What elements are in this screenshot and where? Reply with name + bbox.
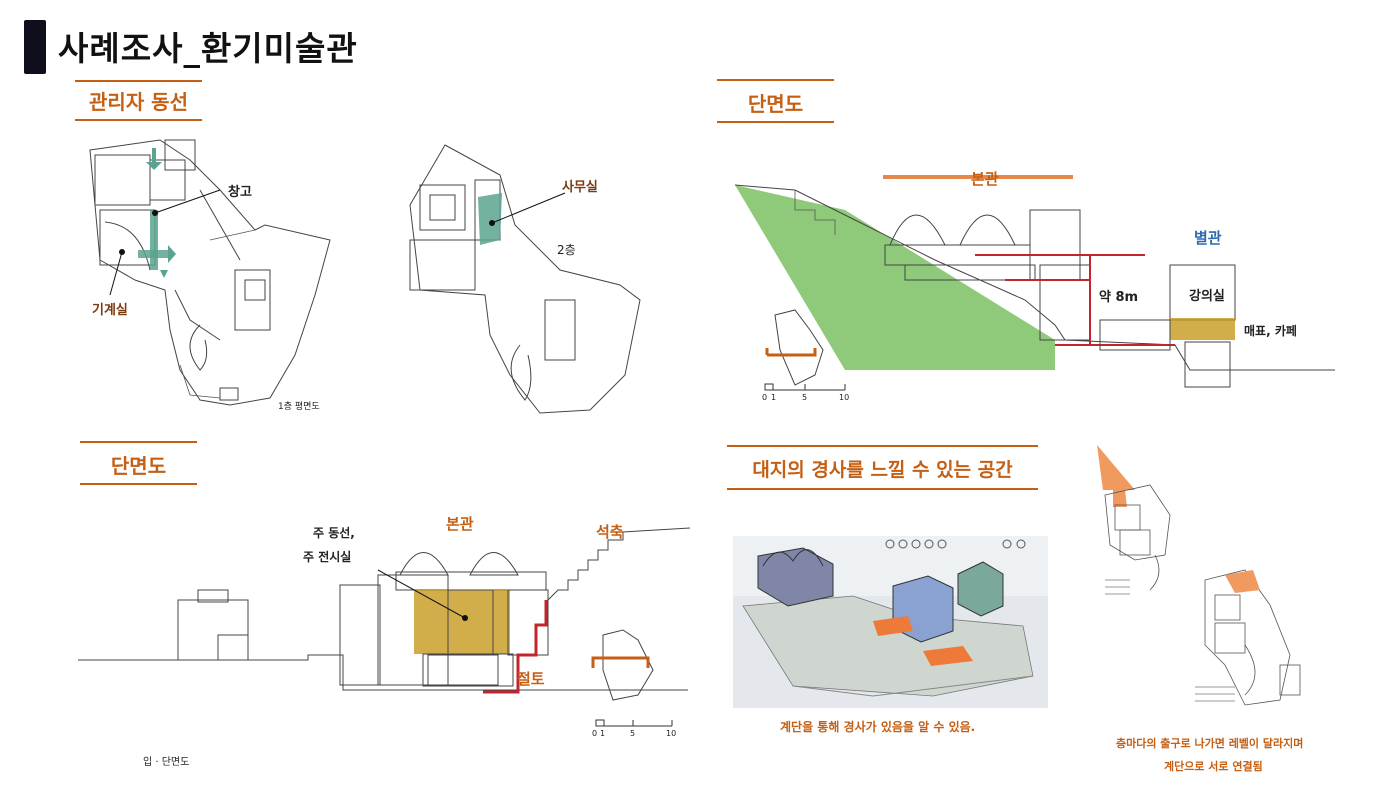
office-label: 사무실: [562, 180, 598, 195]
scale-1: 1: [600, 729, 606, 738]
lecture-room-label: 강의실: [1189, 289, 1225, 304]
scale-10: 10: [666, 729, 677, 738]
elevation-label: 입 · 단면도: [143, 757, 190, 768]
section-rule: [75, 119, 202, 121]
main-flow-label-1: 주 동선,: [313, 526, 355, 540]
section-rule: [727, 445, 1038, 447]
manager-flow-heading: 관리자 동선: [89, 90, 188, 114]
storage-label: 창고: [228, 185, 252, 200]
level-plans-drawing: [1097, 445, 1301, 706]
cut-soil-label: 절토: [517, 670, 545, 688]
section-rule: [717, 79, 834, 81]
height-label: 약 8m: [1099, 290, 1139, 305]
right-caption-1: 층마다의 출구로 나가면 레벨이 달라지며: [1116, 737, 1304, 750]
section-top-heading: 단면도: [747, 92, 804, 116]
section-top-drawing: [734, 175, 1335, 391]
machine-room-label: 기계실: [92, 303, 128, 318]
scale-1: 1: [771, 393, 777, 402]
top-main-hall-label: 본관: [971, 170, 999, 188]
right-caption-2: 계단으로 서로 연결됨: [1164, 760, 1263, 773]
floor1-plan-drawing: [89, 139, 331, 406]
section-rule: [80, 483, 197, 485]
slope-caption: 계단을 통해 경사가 있음을 알 수 있음.: [780, 720, 976, 734]
section-bottom-drawing: [78, 527, 691, 727]
section-rule: [717, 121, 834, 123]
bottom-main-hall-label: 본관: [446, 515, 474, 533]
section-rule: [80, 441, 197, 443]
scale-5: 5: [630, 729, 636, 738]
shop-label: 매표, 카페: [1244, 324, 1297, 338]
scale-5: 5: [802, 393, 808, 402]
main-flow-label-2: 주 전시실: [303, 550, 352, 564]
section-bottom-heading: 단면도: [110, 454, 167, 478]
scale-10: 10: [839, 393, 850, 402]
annex-label: 별관: [1194, 229, 1222, 247]
floor2-plan-drawing: [409, 144, 641, 414]
floor1-plan-label: 1층 평면도: [278, 402, 320, 412]
scale-0: 0: [762, 393, 768, 402]
floor2-label: 2층: [557, 243, 576, 257]
scale-0: 0: [592, 729, 598, 738]
page-title: 사례조사_환기미술관: [58, 29, 358, 68]
title-accent-bar: [24, 20, 46, 74]
stone-wall-label: 석축: [596, 523, 624, 541]
slope-space-heading: 대지의 경사를 느낄 수 있는 공간: [752, 459, 1013, 481]
section-rule: [727, 488, 1038, 490]
section-rule: [75, 80, 202, 82]
axonometric-photo: [733, 536, 1048, 708]
